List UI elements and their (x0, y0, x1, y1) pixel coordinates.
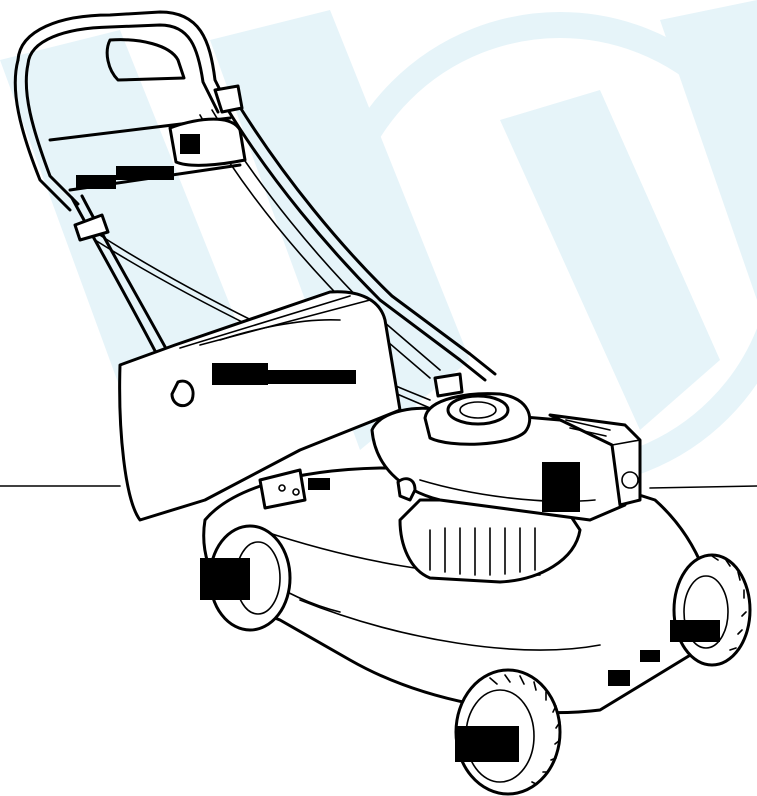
redacted-label (200, 558, 250, 600)
redacted-label (212, 363, 268, 385)
redacted-label (455, 726, 519, 762)
redacted-labels (76, 134, 720, 762)
redacted-label (542, 462, 580, 512)
redacted-label (116, 166, 174, 180)
redacted-label (608, 670, 630, 686)
ground-line (0, 485, 757, 489)
redacted-label (670, 620, 720, 642)
redacted-label (268, 370, 356, 384)
redacted-label (76, 175, 116, 189)
redacted-label (308, 478, 330, 490)
grass-catcher (118, 290, 402, 522)
redacted-label (180, 134, 200, 154)
redacted-label (640, 650, 660, 662)
front-wheel-right (672, 553, 752, 667)
